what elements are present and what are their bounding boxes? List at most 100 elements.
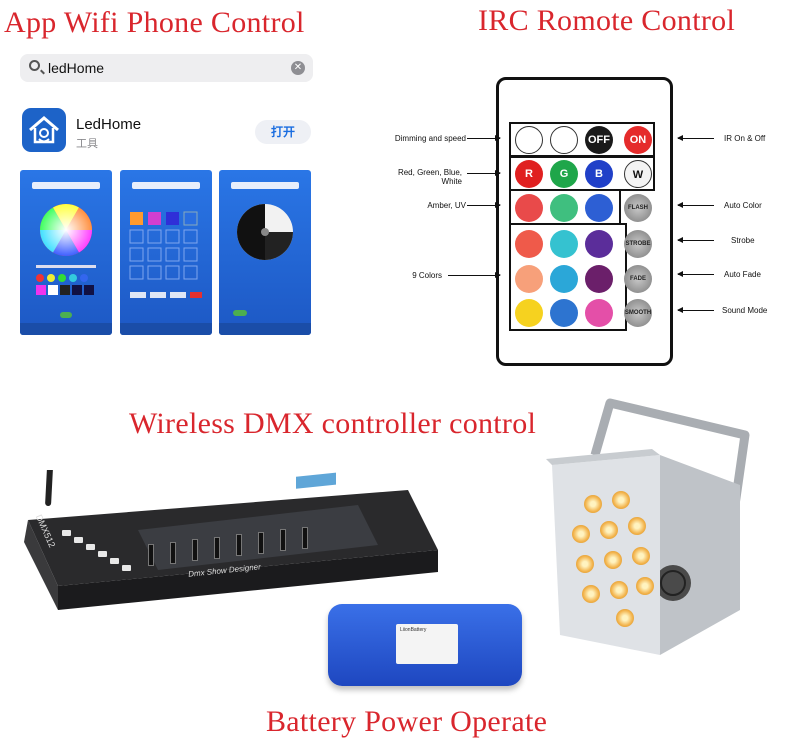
brightness-dial	[233, 204, 293, 316]
search-input[interactable]: ledHome ✕	[20, 54, 313, 82]
label-amber-uv: Amber, UV	[427, 201, 466, 210]
arrow	[448, 272, 501, 278]
fader[interactable]	[302, 526, 308, 549]
arrow	[677, 237, 714, 243]
remote-button[interactable]	[550, 299, 578, 327]
remote-button-off[interactable]: OFF	[585, 126, 613, 154]
mode-tabs	[32, 182, 100, 189]
phone-tab-bar	[120, 323, 212, 335]
arrow	[677, 202, 714, 208]
remote-button-on[interactable]: ON	[624, 126, 652, 154]
channel-button[interactable]	[110, 558, 119, 564]
label-sound-mode: Sound Mode	[722, 306, 768, 315]
label-dimming-speed: Dimming and speed	[394, 134, 466, 143]
label-auto-fade: Auto Fade	[724, 270, 761, 279]
mode-tabs	[132, 182, 200, 189]
ledhome-app-icon[interactable]	[22, 108, 66, 152]
label-strobe: Strobe	[731, 236, 755, 245]
remote-button[interactable]	[550, 126, 578, 154]
heading-remote-control: IRC Romote Control	[478, 4, 736, 37]
scene-grid	[129, 211, 202, 298]
fader[interactable]	[192, 539, 198, 561]
clear-icon[interactable]: ✕	[291, 61, 305, 75]
remote-button[interactable]	[585, 299, 613, 327]
phone-screenshot-brightness	[219, 170, 311, 335]
remote-button[interactable]	[515, 265, 543, 293]
fader[interactable]	[236, 534, 242, 556]
arrow	[467, 202, 501, 208]
channel-button[interactable]	[86, 544, 95, 550]
label-rgbw: Red, Green, Blue, White	[397, 168, 462, 186]
battery-label-brand: LiionBattery	[400, 627, 427, 633]
remote-button-w[interactable]: W	[624, 160, 652, 188]
fader[interactable]	[148, 544, 154, 566]
search-icon	[29, 60, 40, 71]
label-auto-color: Auto Color	[724, 201, 762, 210]
fader[interactable]	[280, 529, 286, 551]
channel-button[interactable]	[62, 530, 71, 536]
open-app-button[interactable]: 打开	[255, 120, 311, 144]
fader[interactable]	[258, 531, 264, 554]
remote-button-g[interactable]: G	[550, 160, 578, 188]
heading-app-control: App Wifi Phone Control	[4, 6, 305, 39]
group-dimming	[509, 122, 655, 158]
remote-button-strobe[interactable]: STROBE	[624, 230, 652, 258]
remote-button[interactable]	[550, 230, 578, 258]
heading-battery: Battery Power Operate	[266, 705, 548, 738]
remote-button-b[interactable]: B	[585, 160, 613, 188]
channel-button[interactable]	[122, 565, 131, 571]
remote-button[interactable]	[585, 194, 613, 222]
led-emitter	[610, 581, 628, 599]
arrow	[677, 135, 714, 141]
led-emitter	[636, 577, 654, 595]
house-icon	[29, 116, 59, 144]
phone-screenshot-scene-grid	[120, 170, 212, 335]
label-nine-colors: 9 Colors	[412, 271, 442, 280]
remote-button[interactable]	[515, 299, 543, 327]
led-emitter	[572, 525, 590, 543]
label-ir-on-off: IR On & Off	[724, 134, 766, 143]
app-category: 工具	[76, 138, 98, 150]
remote-button[interactable]	[515, 194, 543, 222]
channel-button[interactable]	[74, 537, 83, 543]
phone-tab-bar	[20, 323, 112, 335]
heading-dmx-control: Wireless DMX controller control	[129, 407, 537, 440]
dmx-console-body	[24, 410, 438, 610]
remote-button-fade[interactable]: FADE	[624, 265, 652, 293]
remote-button[interactable]	[515, 230, 543, 258]
phone-screenshot-color-wheel	[20, 170, 112, 335]
led-emitter	[584, 495, 602, 513]
led-emitter	[582, 585, 600, 603]
fader[interactable]	[170, 541, 176, 564]
arrow	[677, 307, 714, 313]
dmx-console: DMX512 Dmx Show Designer	[18, 410, 438, 630]
remote-button[interactable]	[585, 265, 613, 293]
battery-pack: LiionBattery	[328, 604, 522, 686]
led-emitter	[604, 551, 622, 569]
remote-button[interactable]	[585, 230, 613, 258]
color-wheel	[36, 204, 96, 318]
remote-button-smooth[interactable]: SMOOTH	[624, 299, 652, 327]
phone-tab-bar	[219, 323, 311, 335]
led-emitter	[628, 517, 646, 535]
led-emitter	[632, 547, 650, 565]
app-name: LedHome	[76, 116, 142, 133]
battery-label: LiionBattery	[396, 624, 458, 664]
arrow	[467, 135, 501, 141]
fader[interactable]	[214, 536, 220, 559]
led-emitter	[600, 521, 618, 539]
remote-button[interactable]	[515, 126, 543, 154]
remote-button[interactable]	[550, 194, 578, 222]
remote-button[interactable]	[550, 265, 578, 293]
search-query: ledHome	[48, 60, 105, 76]
remote-button-flash[interactable]: FLASH	[624, 194, 652, 222]
channel-button[interactable]	[98, 551, 107, 557]
led-emitter	[616, 609, 634, 627]
arrow	[467, 170, 501, 176]
mode-tabs	[231, 182, 299, 189]
led-emitter	[576, 555, 594, 573]
led-emitter	[612, 491, 630, 509]
remote-button-r[interactable]: R	[515, 160, 543, 188]
led-par-light	[540, 395, 790, 685]
